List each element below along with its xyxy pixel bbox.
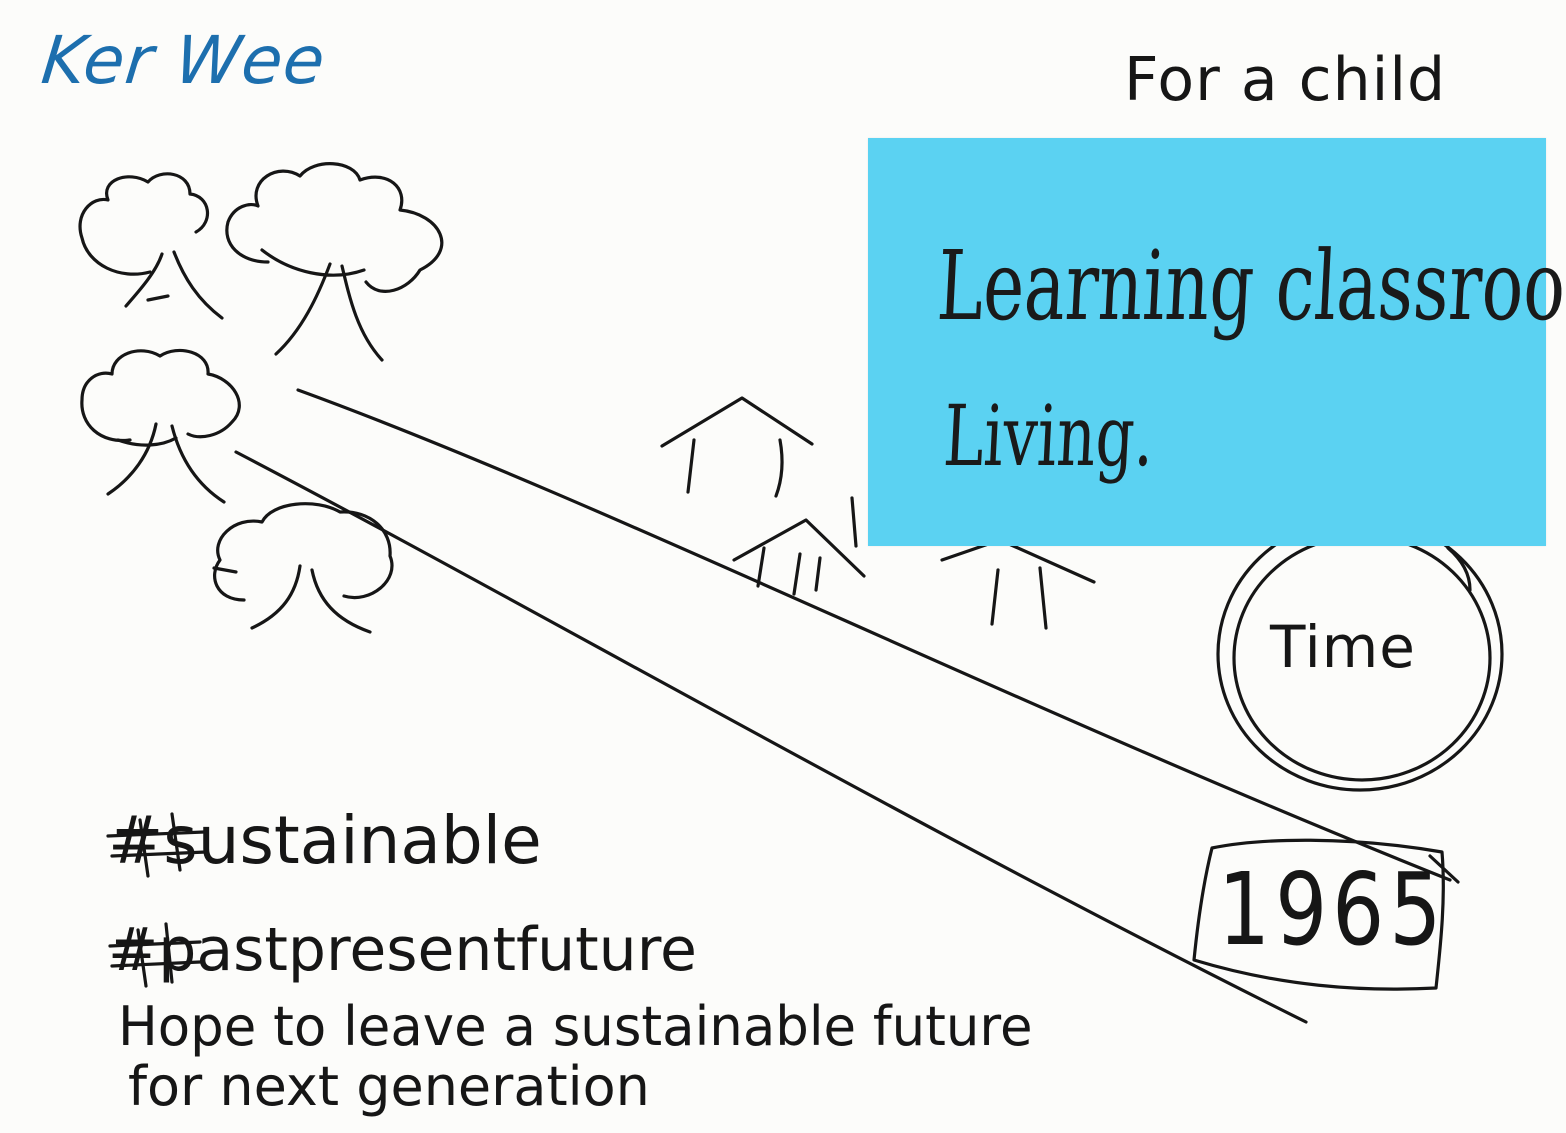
path-line-upper	[296, 388, 1452, 882]
year-label: 1965	[1218, 851, 1447, 968]
sticky-note-line-1: Learning classroom.	[934, 230, 1566, 342]
path-line-lower	[234, 450, 1308, 1024]
time-label: Time	[1270, 613, 1416, 681]
hashtag-sustainable: #sustainable	[108, 802, 542, 879]
message-line-1: Hope to leave a sustainable future	[118, 995, 1033, 1058]
author-name: Ker Wee	[38, 22, 330, 99]
header-note: For a child	[1124, 45, 1447, 115]
hash-icon	[106, 812, 208, 878]
tree-icon	[80, 348, 241, 504]
hash-icon	[108, 922, 202, 988]
sticky-note-line-2: Living.	[941, 387, 1157, 485]
tree-icon	[78, 172, 224, 320]
house-icon	[660, 396, 814, 498]
hashtag-pastpresentfuture: #pastpresentfuture	[108, 915, 697, 985]
tree-icon	[212, 502, 394, 634]
house-icon	[940, 538, 1096, 630]
house-icon	[732, 496, 866, 596]
year-box-outline	[1192, 838, 1445, 991]
sticky-note: Learning classroom. Living.	[868, 138, 1566, 546]
tree-icon	[225, 162, 444, 362]
message-line-2: for next generation	[128, 1055, 650, 1118]
